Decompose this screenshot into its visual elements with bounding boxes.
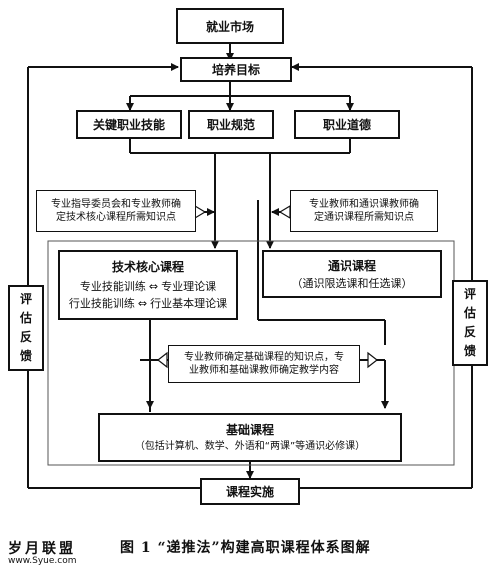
training-goal-label: 培养目标 bbox=[211, 63, 260, 77]
basic-course-title: 基础课程 bbox=[225, 423, 274, 438]
brand-url: www.Syue.com bbox=[8, 556, 77, 566]
industry-skill-label: 行业技能训练 bbox=[68, 296, 135, 310]
basic-course-subtitle: （包括计算机、数学、外语和“两课”等通识必修课） bbox=[134, 441, 366, 453]
basic-knowledge-note: 专业教师确定基础课程的知识点，专 业教师和基础课教师确定教学内容 bbox=[168, 345, 360, 383]
job-market-box: 就业市场 bbox=[176, 8, 284, 44]
feedback-right-char-1: 评 bbox=[463, 286, 476, 301]
basic-note-line-1: 专业教师确定基础课程的知识点，专 bbox=[184, 351, 344, 363]
figure-caption: 图 1 “递推法”构建高职课程体系图解 bbox=[120, 540, 371, 556]
training-goal-box: 培养目标 bbox=[180, 57, 292, 82]
basic-note-line-2: 业教师和基础课教师确定教学内容 bbox=[189, 365, 339, 376]
general-note-line-1: 专业教师和通识课教师确 bbox=[309, 198, 419, 210]
feedback-left-char-1: 评 bbox=[19, 291, 32, 306]
core-course-box: 技术核心课程 专业技能训练 ⇔ 专业理论课 行业技能训练 ⇔ 行业基本理论课 bbox=[58, 250, 238, 320]
general-knowledge-note: 专业教师和通识课教师确 定通识课程所需知识点 bbox=[290, 190, 438, 232]
professional-norms-box: 职业规范 bbox=[188, 110, 274, 139]
double-arrow-icon: ⇔ bbox=[148, 280, 159, 293]
core-note-line-2: 定技术核心课程所需知识点 bbox=[56, 212, 176, 223]
feedback-right-char-2: 估 bbox=[463, 305, 476, 320]
feedback-left-char-2: 估 bbox=[19, 310, 32, 325]
core-course-row-1: 专业技能训练 ⇔ 专业理论课 bbox=[80, 280, 216, 294]
professional-ethics-label: 职业道德 bbox=[322, 118, 371, 132]
theory-course-label: 专业理论课 bbox=[161, 280, 217, 293]
general-course-title: 通识课程 bbox=[327, 259, 376, 274]
feedback-right-char-3: 反 bbox=[463, 325, 476, 339]
basic-course-box: 基础课程 （包括计算机、数学、外语和“两课”等通识必修课） bbox=[98, 413, 402, 462]
core-knowledge-note: 专业指导委员会和专业教师确 定技术核心课程所需知识点 bbox=[36, 190, 196, 232]
double-arrow-icon: ⇔ bbox=[137, 296, 148, 310]
feedback-right-box: 评 估 反 馈 bbox=[452, 280, 488, 366]
course-implementation-label: 课程实施 bbox=[225, 485, 274, 499]
general-course-box: 通识课程 （通识限选课和任选课） bbox=[262, 250, 442, 298]
general-course-subtitle: （通识限选课和任选课） bbox=[291, 277, 413, 291]
professional-ethics-box: 职业道德 bbox=[294, 110, 400, 139]
feedback-left-char-3: 反 bbox=[19, 330, 32, 344]
key-skills-box: 关键职业技能 bbox=[76, 110, 182, 139]
feedback-left-char-4: 馈 bbox=[19, 349, 32, 364]
key-skills-label: 关键职业技能 bbox=[92, 118, 165, 132]
course-implementation-box: 课程实施 bbox=[200, 478, 300, 505]
professional-norms-label: 职业规范 bbox=[206, 118, 255, 132]
core-course-row-2: 行业技能训练 ⇔ 行业基本理论课 bbox=[69, 297, 227, 311]
brand-logo-text: 岁月联盟 bbox=[8, 541, 76, 557]
feedback-right-char-4: 馈 bbox=[463, 344, 476, 359]
skill-training-label: 专业技能训练 bbox=[79, 280, 146, 293]
job-market-label: 就业市场 bbox=[205, 19, 254, 34]
feedback-left-box: 评 估 反 馈 bbox=[8, 285, 44, 371]
general-note-line-2: 定通识课程所需知识点 bbox=[314, 212, 414, 223]
core-note-line-1: 专业指导委员会和专业教师确 bbox=[51, 198, 181, 210]
industry-theory-label: 行业基本理论课 bbox=[150, 296, 228, 310]
core-course-title: 技术核心课程 bbox=[111, 260, 184, 274]
